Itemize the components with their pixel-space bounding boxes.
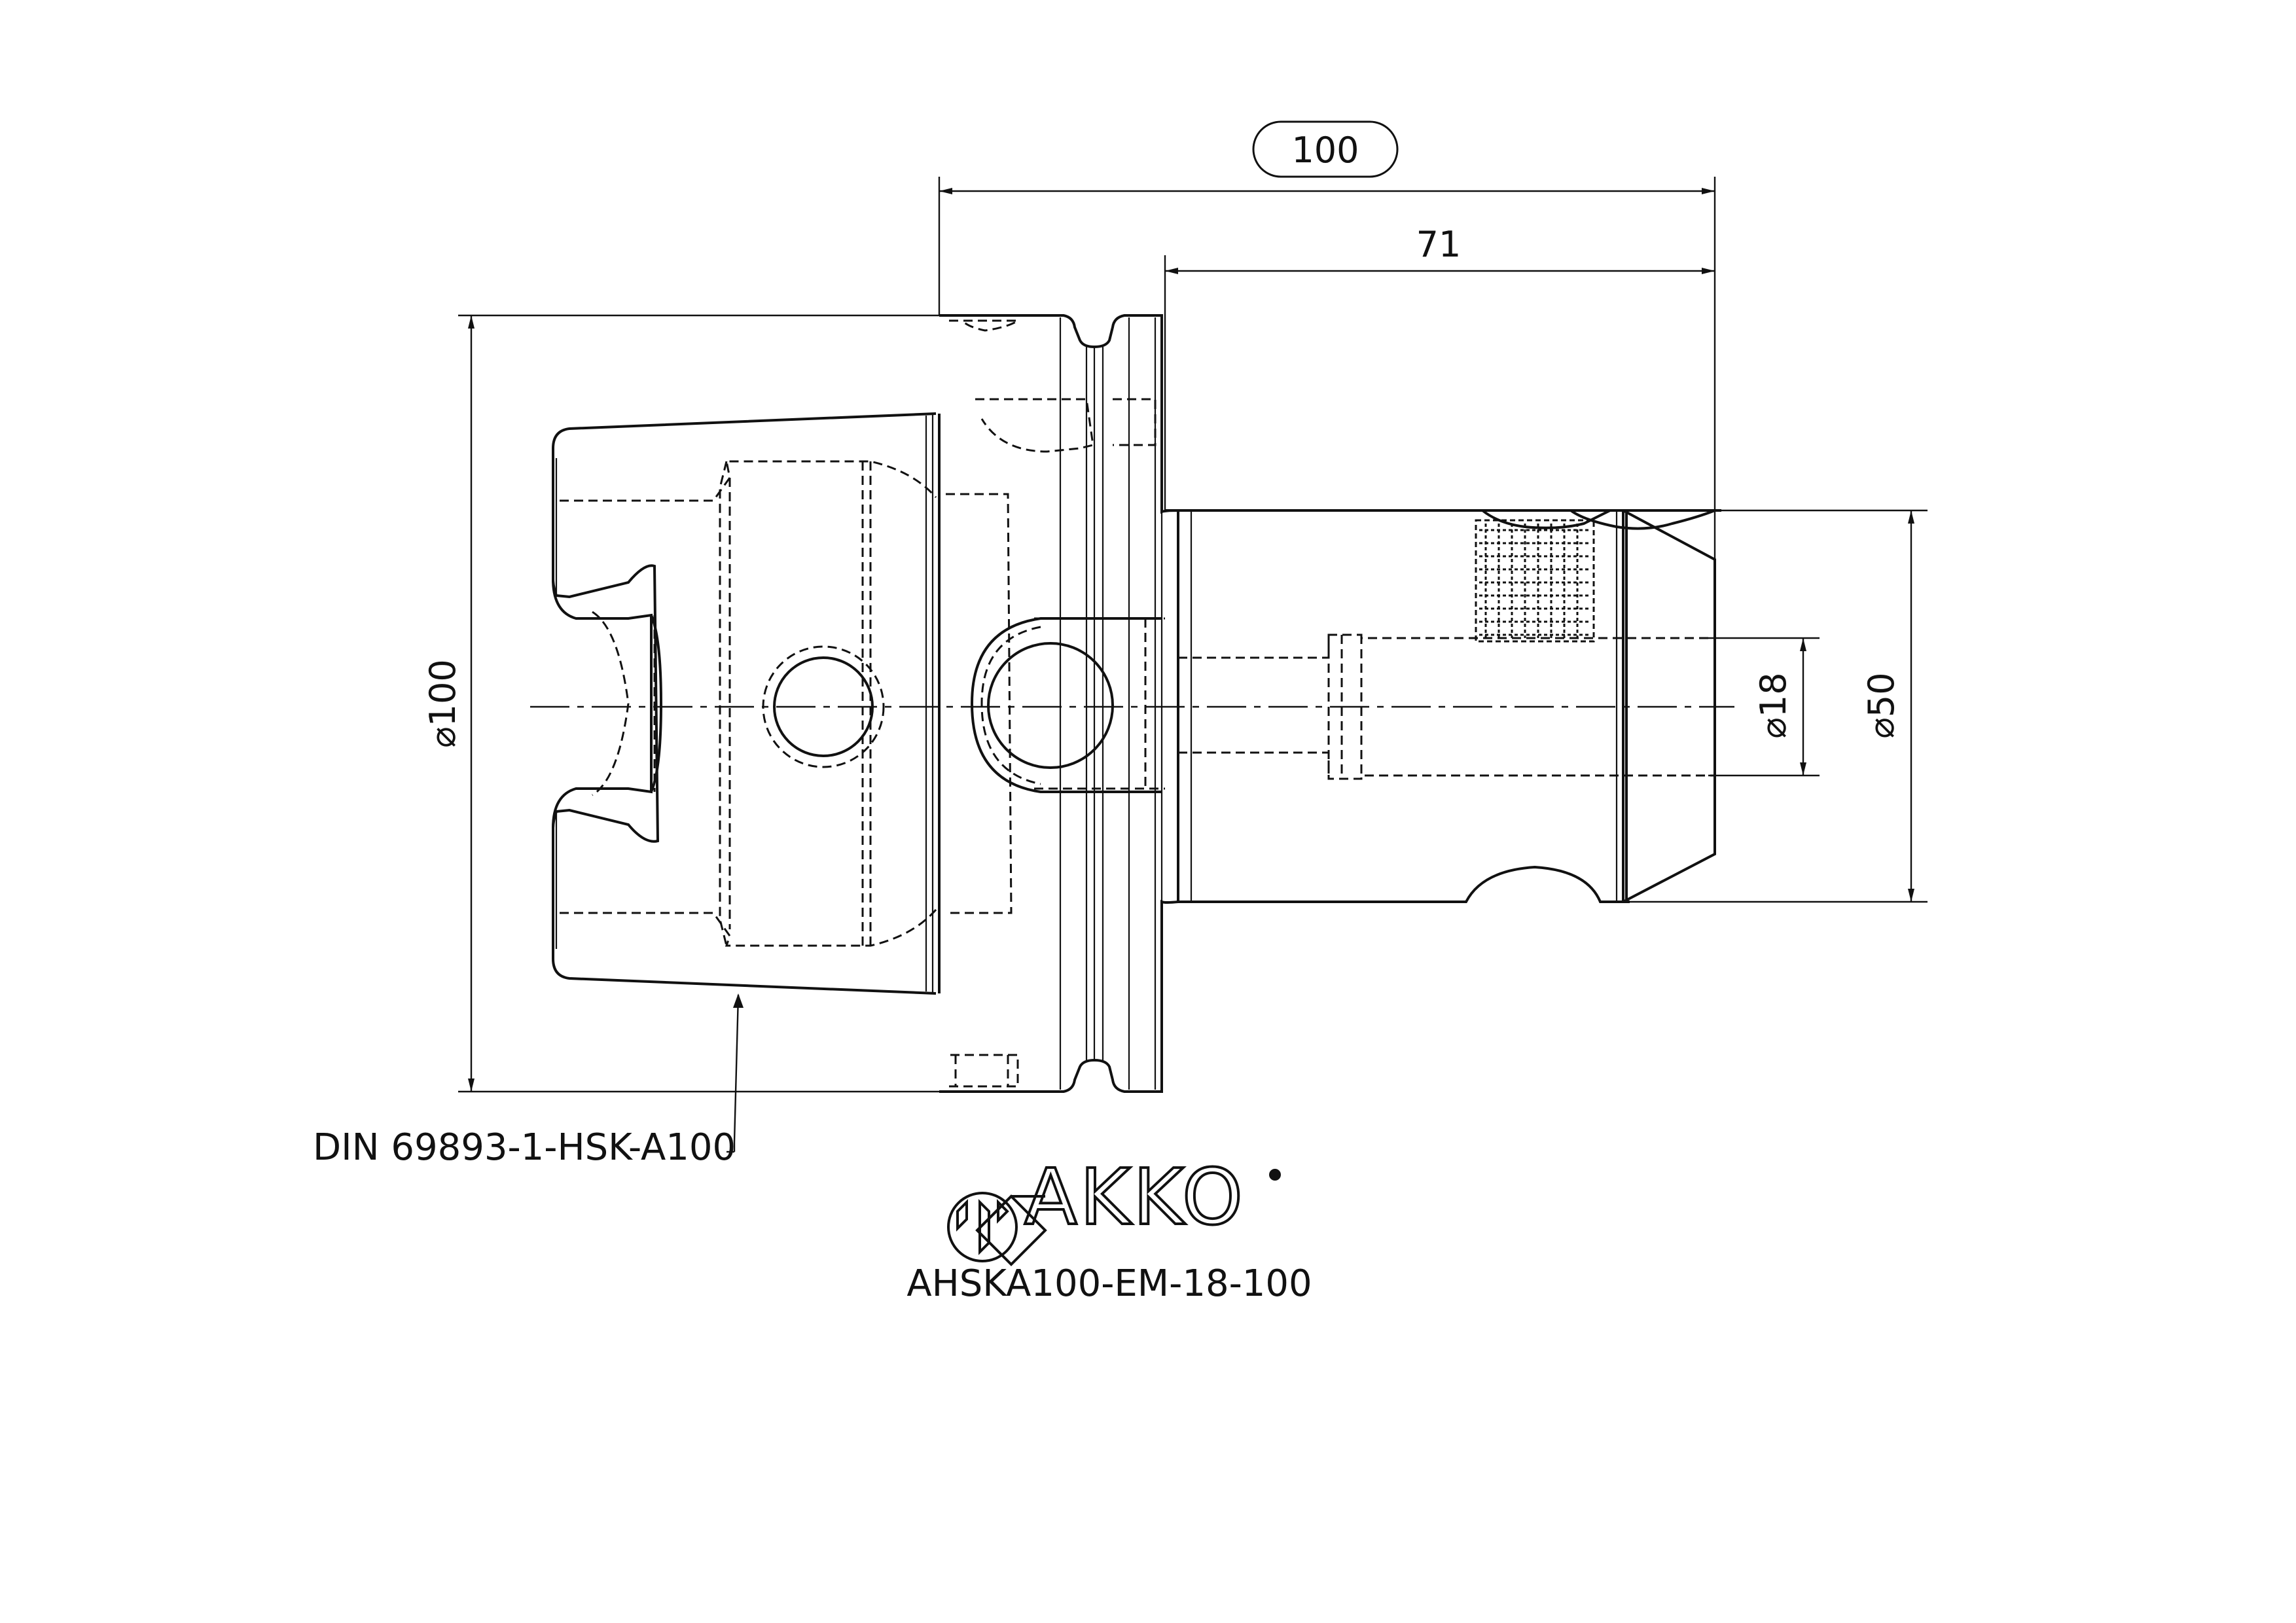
dimension-d18-label: ⌀18 xyxy=(1753,672,1794,738)
standard-leader xyxy=(726,993,744,1153)
hsk-taper xyxy=(552,412,941,995)
dimension-71-label: 71 xyxy=(1416,224,1462,265)
dimension-shank-diameter xyxy=(1623,509,1928,903)
clamp-slot xyxy=(970,617,1162,793)
set-screw-thread xyxy=(1475,519,1595,643)
dimension-flange-diameter xyxy=(458,314,939,1093)
hidden-lines-taper xyxy=(560,460,937,947)
dimension-100-label: 100 xyxy=(1291,130,1359,171)
dimension-d50-label: ⌀50 xyxy=(1861,672,1902,738)
standard-label: DIN 69893-1-HSK-A100 xyxy=(313,1126,736,1169)
flange xyxy=(939,314,1179,1093)
dimension-bore-diameter xyxy=(1708,637,1820,777)
dimension-shank-length xyxy=(1164,255,1715,510)
dimension-d100-label: ⌀100 xyxy=(422,659,463,748)
registered-mark-icon xyxy=(1269,1169,1281,1181)
part-number-label: AHSKA100-EM-18-100 xyxy=(906,1262,1312,1305)
akko-logo-icon xyxy=(947,1192,1047,1266)
dimension-overall-length xyxy=(938,120,1716,560)
hidden-lines-flange xyxy=(946,319,1165,1088)
brand-name: AKKO xyxy=(1024,1152,1246,1242)
